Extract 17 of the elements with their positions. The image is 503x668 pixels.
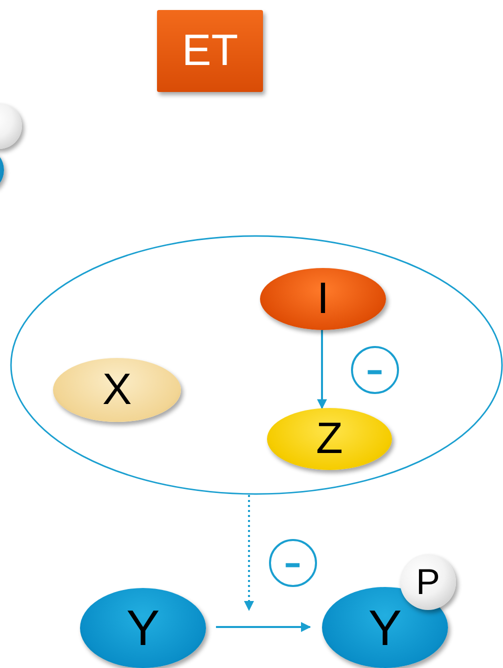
node-label: I [316,277,330,321]
node-label: P [416,564,440,600]
arrow [216,622,311,632]
boundary-ellipse [10,235,503,495]
process-box [157,10,263,92]
arrow [317,330,327,410]
arrow [244,494,254,611]
sign-circle [269,539,317,587]
node-label: X [102,368,132,412]
node-label: - [284,546,302,580]
sign-circle [351,346,399,394]
node-label: - [366,353,384,387]
node-label: Y [126,603,160,653]
node-label: Y [368,602,402,652]
ball-shape [400,554,456,610]
node-label: Z [316,417,343,461]
node-label: ET [182,29,238,73]
